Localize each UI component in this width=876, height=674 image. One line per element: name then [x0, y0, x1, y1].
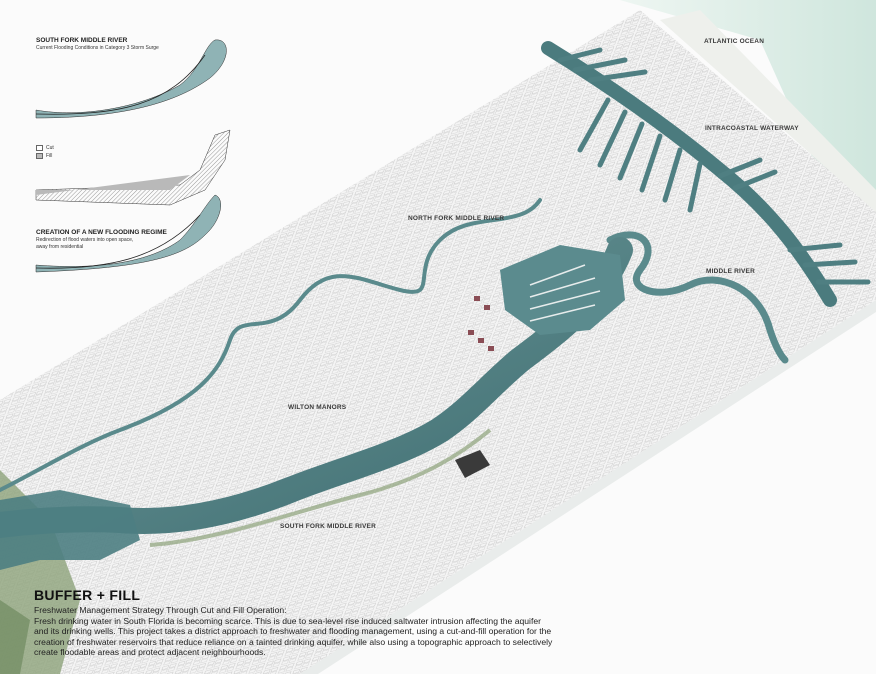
north-fork-river	[0, 198, 542, 492]
headline: BUFFER + FILL	[34, 587, 141, 603]
diagram-bottom-title: CREATION OF A NEW FLOODING REGIME	[36, 229, 167, 236]
legend-cut: Cut	[36, 145, 54, 151]
label-south-fork: SOUTH FORK MIDDLE RIVER	[280, 523, 376, 530]
diagram-top-subtitle: Current Flooding Conditions in Category …	[36, 45, 159, 51]
fill-swatch	[36, 153, 43, 159]
land-edge	[300, 300, 876, 674]
reservoir-basin	[500, 245, 625, 335]
vegetation-lower	[0, 600, 30, 674]
diagram-top-title: SOUTH FORK MIDDLE RIVER	[36, 37, 128, 44]
green-banks	[149, 428, 492, 547]
cut-swatch	[36, 145, 43, 151]
section-diagram-top	[35, 39, 227, 119]
description: Freshwater Management Strategy Through C…	[34, 605, 554, 658]
beach-strip	[660, 10, 876, 212]
label-intracoastal-waterway: INTRACOASTAL WATERWAY	[705, 125, 799, 132]
middle-river	[606, 231, 789, 364]
label-north-fork: NORTH FORK MIDDLE RIVER	[408, 215, 505, 222]
reservoir-piers	[529, 264, 601, 322]
description-lead: Freshwater Management Strategy Through C…	[34, 605, 287, 615]
section-diagram-middle	[35, 129, 231, 206]
legend-cut-label: Cut	[46, 145, 54, 151]
canals-upper	[557, 47, 871, 285]
dark-structure	[455, 450, 490, 478]
legend-fill-label: Fill	[46, 153, 53, 159]
lagoon-left	[0, 490, 140, 570]
ocean-area	[620, 0, 876, 300]
label-middle-river: MIDDLE RIVER	[706, 268, 755, 275]
description-body: Fresh drinking water in South Florida is…	[34, 615, 553, 658]
legend-fill: Fill	[36, 153, 52, 159]
label-wilton-manors: WILTON MANORS	[288, 404, 347, 411]
label-atlantic-ocean: ATLANTIC OCEAN	[704, 38, 765, 45]
section-diagram-bottom	[35, 194, 221, 273]
red-buildings	[468, 296, 494, 351]
diagram-bottom-subtitle: Redirection of flood waters into open sp…	[36, 237, 134, 250]
